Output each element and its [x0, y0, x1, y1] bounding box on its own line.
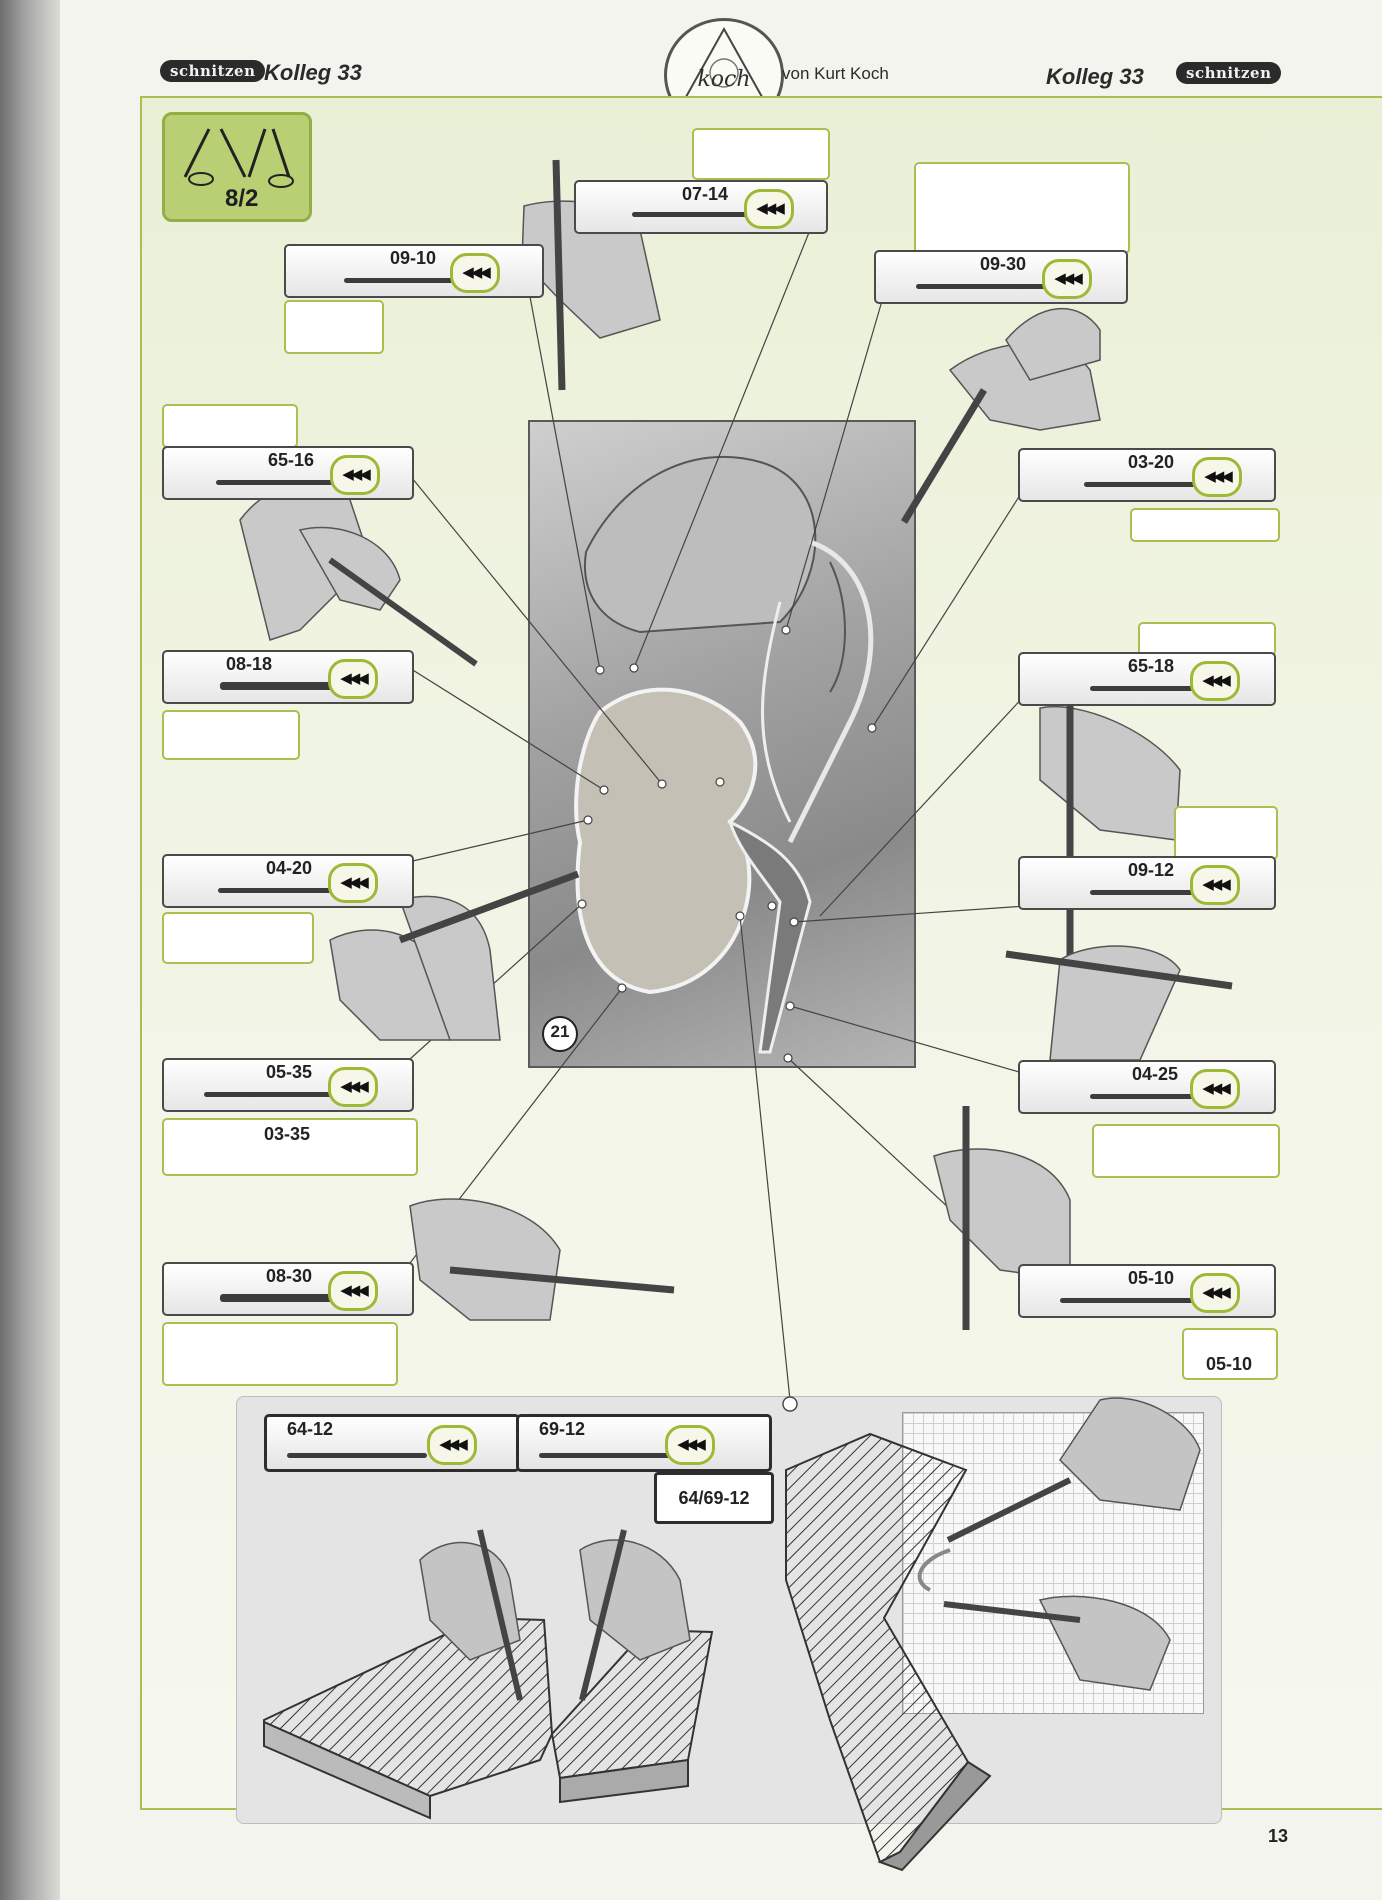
header-left-title: Kolleg 33 [264, 60, 362, 85]
level-badge: 8/2 [162, 112, 312, 222]
tool-code: 04-20 [266, 858, 313, 878]
tool-code: 07-14 [682, 184, 729, 204]
tool-card-08-18: 08-18 ◀◀◀ [162, 650, 414, 704]
play-arrows-icon: ◀◀◀ [744, 189, 794, 229]
profile-05-10: 05-10 [1182, 1328, 1278, 1380]
book-spine-shadow [0, 0, 60, 1900]
tool-card-09-30: 09-30 ◀◀◀ [874, 250, 1128, 304]
tool-code: 65-18 [1128, 656, 1175, 676]
tool-code: 05-10 [1128, 1268, 1175, 1288]
tool-code: 09-10 [390, 248, 437, 268]
play-arrows-icon: ◀◀◀ [665, 1425, 715, 1465]
tool-code: 64-12 [287, 1419, 334, 1439]
play-arrows-icon: ◀◀◀ [328, 659, 378, 699]
carving-photo: 21 [528, 420, 916, 1068]
play-arrows-icon: ◀◀◀ [450, 253, 500, 293]
tool-code: 03-20 [1128, 452, 1175, 472]
tool-card-04-20: 04-20 ◀◀◀ [162, 854, 414, 908]
tool-code: 69-12 [539, 1419, 586, 1439]
profile-04-25 [1092, 1124, 1280, 1178]
profile-label-03-35: 03-35 [264, 1124, 311, 1144]
profile-04-20 [162, 912, 314, 964]
badge-label: 8/2 [225, 185, 259, 212]
tool-card-04-25: 04-25 ◀◀◀ [1018, 1060, 1276, 1114]
tool-code: 08-18 [226, 654, 273, 674]
carving-relief-illustration [542, 455, 874, 1054]
tool-card-05-10: 05-10 ◀◀◀ [1018, 1264, 1276, 1318]
tool-card-03-20: 03-20 ◀◀◀ [1018, 448, 1276, 502]
play-arrows-icon: ◀◀◀ [1042, 259, 1092, 299]
play-arrows-icon: ◀◀◀ [328, 1067, 378, 1107]
profile-label-05-10: 05-10 [1206, 1354, 1253, 1374]
logo-word: koch [697, 67, 751, 92]
tool-card-09-10: 09-10 ◀◀◀ [284, 244, 544, 298]
play-arrows-icon: ◀◀◀ [328, 1271, 378, 1311]
header-right-title: Kolleg 33 [1046, 64, 1144, 89]
profile-07-14 [692, 128, 830, 180]
profile-08-30 [162, 1322, 398, 1386]
play-arrows-icon: ◀◀◀ [1190, 661, 1240, 701]
play-arrows-icon: ◀◀◀ [1190, 1069, 1240, 1109]
tool-code: 04-25 [1132, 1064, 1179, 1084]
profile-03-20 [1130, 508, 1280, 542]
tool-code: 65-16 [268, 450, 315, 470]
tool-card-07-14: 07-14 ◀◀◀ [574, 180, 828, 234]
play-arrows-icon: ◀◀◀ [427, 1425, 477, 1465]
tool-card-69-12: 69-12 ◀◀◀ [516, 1414, 772, 1472]
hand-illustrations [239, 159, 1233, 1330]
tool-code: 09-30 [980, 254, 1027, 274]
photo-step-number: 21 [550, 1022, 570, 1041]
header-author: von Kurt Koch [782, 64, 889, 83]
bottom-hand-illustrations [419, 1397, 1201, 1691]
gouge-cut-icon [183, 128, 294, 188]
tool-card-08-30: 08-30 ◀◀◀ [162, 1262, 414, 1316]
brand-logo-right: schnitzen [1176, 62, 1282, 84]
profile-09-10 [284, 300, 384, 354]
tool-card-65-16: 65-16 ◀◀◀ [162, 446, 414, 500]
play-arrows-icon: ◀◀◀ [1190, 1273, 1240, 1313]
brand-logo-left: schnitzen [160, 60, 266, 82]
profile-05-35: 03-35 [162, 1118, 418, 1176]
tool-card-09-12: 09-12 ◀◀◀ [1018, 856, 1276, 910]
tool-code: 09-12 [1128, 860, 1175, 880]
profile-08-18 [162, 710, 300, 760]
tool-card-64-12: 64-12 ◀◀◀ [264, 1414, 520, 1472]
tool-code: 05-35 [266, 1062, 313, 1082]
page-number: 13 [1268, 1826, 1289, 1846]
tool-card-05-35: 05-35 ◀◀◀ [162, 1058, 414, 1112]
play-arrows-icon: ◀◀◀ [330, 455, 380, 495]
play-arrows-icon: ◀◀◀ [1192, 457, 1242, 497]
tool-card-65-18: 65-18 ◀◀◀ [1018, 652, 1276, 706]
tool-combo-label: 64/69-12 [654, 1472, 774, 1524]
play-arrows-icon: ◀◀◀ [328, 863, 378, 903]
tool-code: 08-30 [266, 1266, 313, 1286]
play-arrows-icon: ◀◀◀ [1190, 865, 1240, 905]
profile-65-18 [1138, 622, 1276, 656]
